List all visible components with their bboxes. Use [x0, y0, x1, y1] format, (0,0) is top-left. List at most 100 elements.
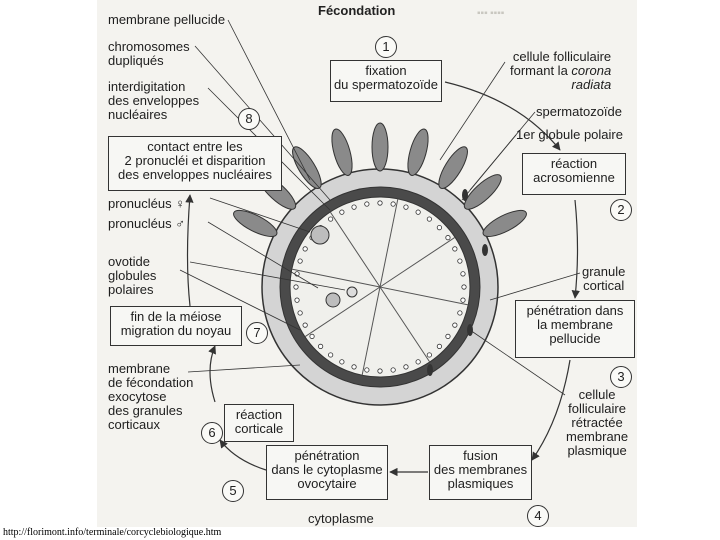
cortical-granule: [460, 297, 466, 303]
label-cellule-folliculaire: cellule folliculaire formant la corona r…: [510, 49, 612, 92]
leader-line: [461, 134, 517, 201]
label-pronucleus-female: pronucléus ♀: [108, 196, 185, 211]
label-globule-polaire: 1er globule polaire: [516, 127, 623, 142]
cortical-granule: [297, 310, 303, 316]
step-2-box: réaction acrosomienne: [522, 153, 626, 195]
sector-line: [379, 236, 456, 288]
cortical-granule: [309, 333, 315, 339]
cortical-granule: [328, 216, 334, 222]
follicle-cell: [233, 209, 278, 237]
label-cellule-retractee: cellule folliculaire rétractée membrane …: [566, 387, 629, 458]
step-5-number: 5: [222, 480, 244, 502]
cortical-granule: [445, 333, 451, 339]
cortical-granule: [426, 352, 432, 358]
step-4-number: 4: [527, 505, 549, 527]
label-pronucleus-male: pronucléus ♂: [108, 216, 185, 231]
label-membrane-pellucide: membrane pellucide: [108, 12, 226, 27]
sequence-arrow: [185, 194, 194, 307]
step-8-number: 8: [238, 108, 260, 130]
follicle-cell: [371, 122, 389, 172]
cortical-granule: [351, 364, 357, 370]
step-7-number: 7: [246, 322, 268, 344]
sequence-arrows: [185, 81, 580, 477]
cortical-granule: [445, 235, 451, 241]
pronucleus-female: [310, 225, 330, 245]
step-7-box: fin de la méiose migration du noyau: [110, 306, 242, 346]
leader-line: [189, 261, 346, 291]
leader-line: [469, 329, 566, 396]
sequence-arrow: [208, 345, 216, 403]
leader-line: [194, 45, 331, 201]
cortical-granule: [339, 359, 345, 365]
cortical-granule: [297, 258, 303, 264]
page-title: Fécondation: [318, 3, 396, 18]
label-interdigitation: interdigitation des enveloppes nucléaire…: [108, 79, 200, 122]
leader-line: [207, 221, 319, 289]
cortical-granule: [302, 322, 308, 328]
sequence-arrow: [444, 81, 561, 151]
cortical-granule: [415, 359, 421, 365]
cortical-granule: [390, 201, 396, 207]
source-url: http://florimont.info/terminale/corcycle…: [3, 527, 222, 538]
leader-line: [439, 61, 506, 161]
step-6-number: 6: [201, 422, 223, 444]
cortical-granule: [457, 310, 463, 316]
cortical-granule: [460, 271, 466, 277]
sequence-arrow: [571, 199, 580, 299]
sperm-head: [482, 244, 488, 256]
sector-line: [329, 211, 381, 288]
cortical-granule: [415, 209, 421, 215]
polar-globule: [346, 286, 358, 298]
step-4-box: fusion des membranes plasmiques: [429, 445, 532, 500]
step-8-box: contact entre les 2 pronucléi et dispari…: [108, 136, 282, 191]
cortical-granule: [364, 367, 370, 373]
cortical-granule: [436, 343, 442, 349]
cortical-granule: [452, 246, 458, 252]
cortical-granule: [426, 216, 432, 222]
leader-line: [489, 272, 581, 301]
step-2-number: 2: [610, 199, 632, 221]
step-6-box: réaction corticale: [224, 404, 294, 442]
cortical-granule: [377, 368, 383, 374]
leader-line: [187, 364, 301, 373]
cortical-granule: [294, 297, 300, 303]
cortical-granule: [339, 209, 345, 215]
step-3-box: pénétration dans la membrane pellucide: [515, 300, 635, 358]
egg-cell: [233, 122, 527, 406]
follicle-cell: [482, 209, 527, 237]
cortical-granule: [461, 284, 467, 290]
cortical-granule: [293, 284, 299, 290]
cortical-granule: [452, 322, 458, 328]
step-3-number: 3: [610, 366, 632, 388]
cortical-granule: [328, 352, 334, 358]
cortical-granule: [457, 258, 463, 264]
step-1-box: fixation du spermatozoïde: [330, 60, 442, 102]
sperm-head: [427, 364, 433, 376]
cortical-granule: [377, 200, 383, 206]
leader-line: [179, 269, 301, 331]
sector-line: [304, 286, 381, 338]
label-chromosomes: chromosomes dupliqués: [108, 39, 190, 68]
label-membrane-fecondation: membrane de fécondation exocytose des gr…: [108, 361, 194, 432]
cortical-granule: [351, 204, 357, 210]
follicle-cell: [331, 128, 353, 176]
follicle-cell: [292, 146, 322, 190]
sector-line: [361, 286, 381, 376]
show-through-text: ▪▪▪ ▪▪▪▪: [477, 8, 505, 19]
follicle-cell: [407, 128, 429, 176]
pronucleus-male: [325, 292, 341, 308]
cortical-granule: [364, 201, 370, 207]
cortical-granule: [302, 246, 308, 252]
follicle-cell: [463, 174, 502, 210]
leader-line: [209, 197, 311, 233]
sequence-arrow: [219, 439, 267, 471]
leader-line: [227, 19, 311, 181]
sequence-arrow: [531, 359, 571, 461]
cortical-granule: [390, 367, 396, 373]
cortical-granule: [436, 225, 442, 231]
cortical-granule: [403, 204, 409, 210]
cortical-granule: [403, 364, 409, 370]
label-spermatozoide: spermatozoïde: [536, 104, 622, 119]
follicle-cell: [438, 146, 468, 190]
